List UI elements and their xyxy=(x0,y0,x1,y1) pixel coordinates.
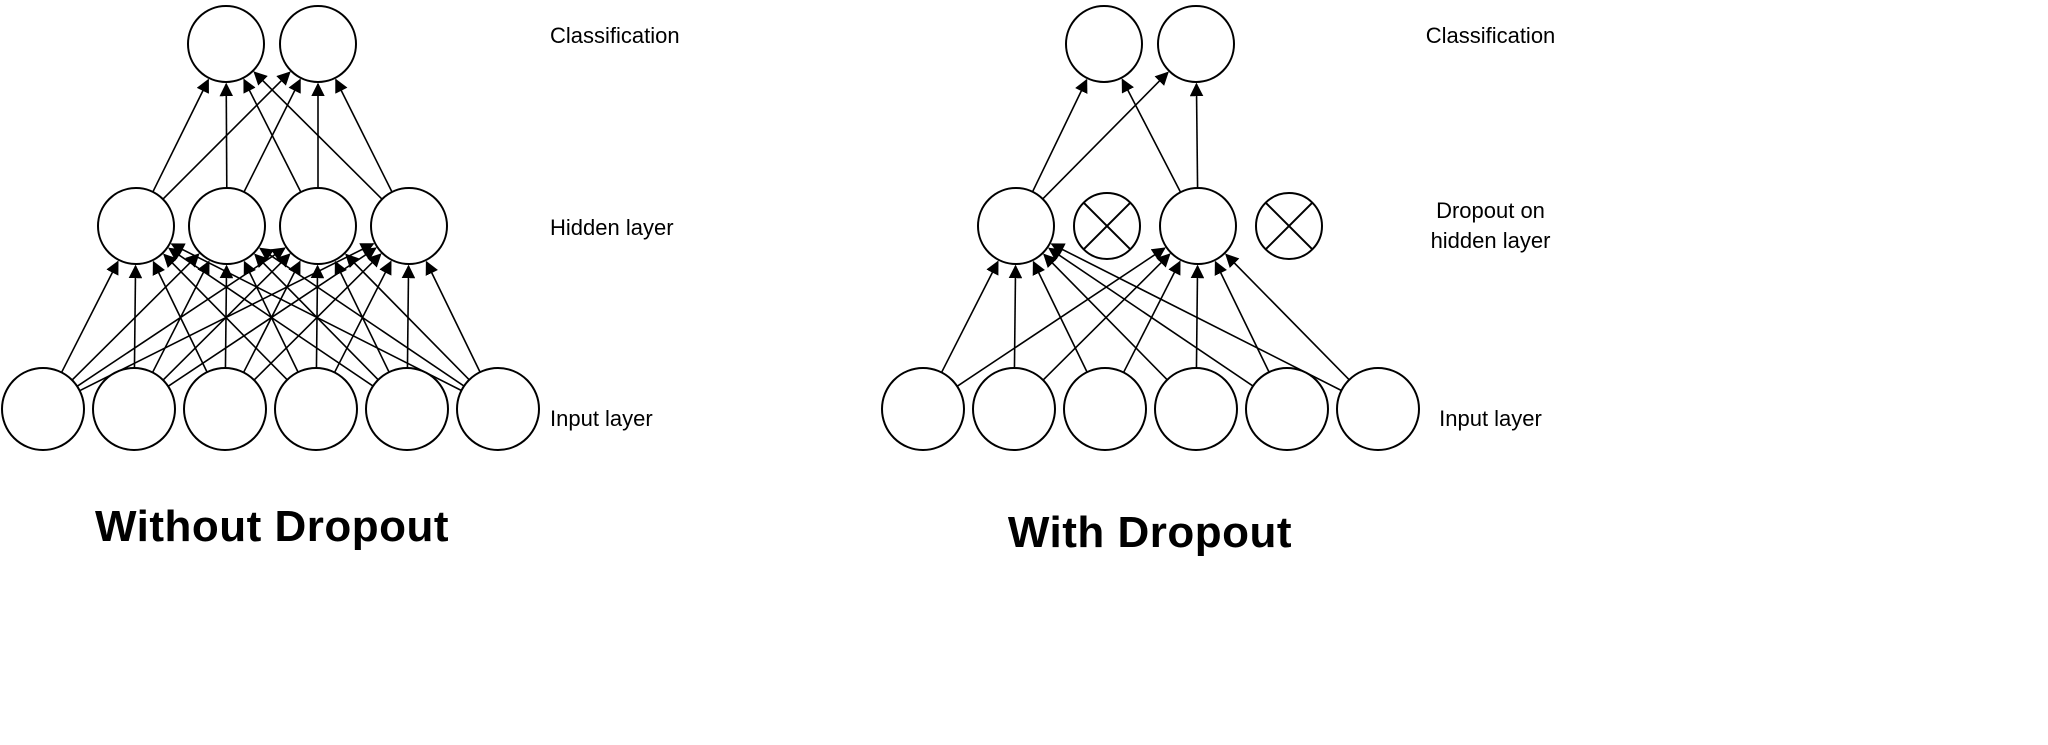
neuron xyxy=(365,367,449,451)
connection-arrow xyxy=(1050,243,1342,392)
label-dropout-hidden-layer-right: Dropout on hidden layer xyxy=(1430,198,1551,253)
connection-arrow xyxy=(335,78,393,193)
neuron xyxy=(92,367,176,451)
connection-arrow xyxy=(259,247,465,387)
neuron xyxy=(1157,5,1235,83)
neuron xyxy=(274,367,358,451)
neuron xyxy=(456,367,540,451)
neuron xyxy=(1063,367,1147,451)
title-with-dropout: With Dropout xyxy=(1007,508,1293,557)
neuron xyxy=(977,187,1055,265)
connection-arrow xyxy=(940,260,999,373)
connection-arrow xyxy=(1048,247,1254,387)
connection-arrow xyxy=(425,260,481,373)
neuron xyxy=(1159,187,1237,265)
connection-arrow xyxy=(1214,260,1270,373)
connection-arrow xyxy=(1031,78,1088,193)
connection-arrow xyxy=(1121,78,1182,193)
title-without-dropout: Without Dropout xyxy=(94,502,450,551)
neuron xyxy=(1,367,85,451)
label-hidden-layer-left: Hidden layer xyxy=(550,215,674,240)
dropout-cross-icon xyxy=(1264,201,1314,251)
connection-arrow xyxy=(168,247,374,387)
connection-arrow xyxy=(243,78,302,193)
connection-arrow xyxy=(60,260,119,373)
neuron xyxy=(1065,5,1143,83)
neuron xyxy=(881,367,965,451)
label-input-layer-left: Input layer xyxy=(550,406,653,431)
connection-arrow xyxy=(1042,71,1169,200)
neuron xyxy=(279,187,357,265)
connection-arrow xyxy=(152,78,209,193)
dropout-cross-icon xyxy=(1082,201,1132,251)
connection-arrow xyxy=(1189,82,1204,189)
label-input-layer-right: Input layer xyxy=(1439,406,1542,431)
neuron xyxy=(187,5,265,83)
connection-arrow xyxy=(253,71,383,200)
label-classification-right: Classification xyxy=(1425,23,1556,48)
connection-arrow xyxy=(1043,253,1168,381)
neuron xyxy=(279,5,357,83)
connection-arrow xyxy=(1032,260,1088,373)
label-classification-left: Classification xyxy=(550,23,680,48)
connection-arrow xyxy=(345,253,470,381)
neuron xyxy=(370,187,448,265)
connection-arrow xyxy=(219,82,234,189)
neuron xyxy=(183,367,267,451)
neuron xyxy=(972,367,1056,451)
connection-arrow xyxy=(1225,253,1350,381)
connection-arrow xyxy=(1008,264,1023,369)
neuron xyxy=(1336,367,1420,451)
neuron xyxy=(1154,367,1238,451)
neuron xyxy=(188,187,266,265)
neuron xyxy=(1245,367,1329,451)
connection-arrow xyxy=(163,253,288,381)
connection-arrow xyxy=(152,260,208,373)
neuron xyxy=(97,187,175,265)
connection-arrow xyxy=(170,243,462,392)
connection-arrow xyxy=(128,264,143,369)
